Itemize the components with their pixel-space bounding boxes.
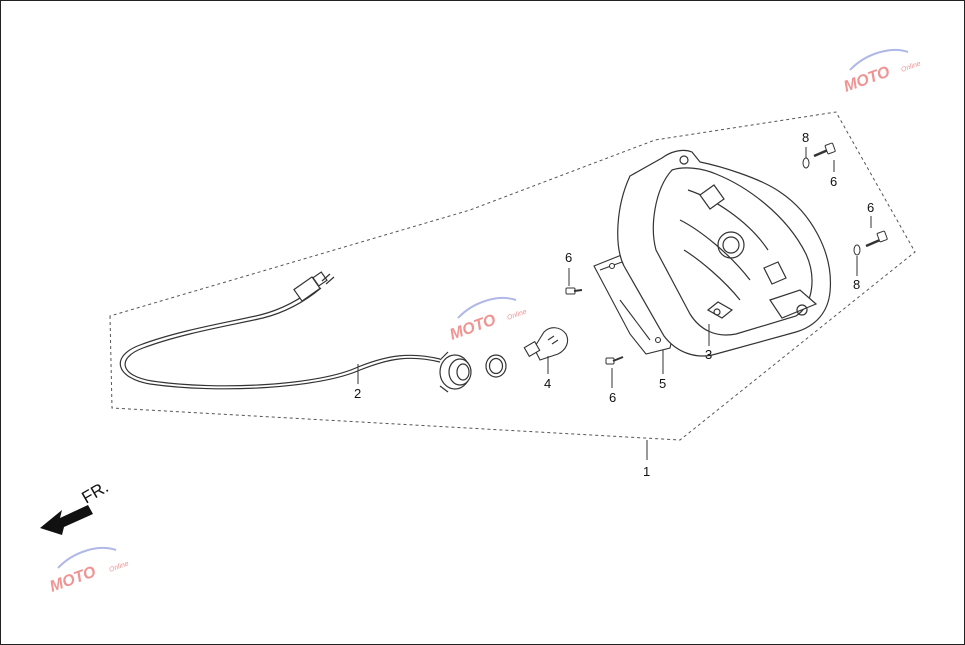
wire-harness (119, 271, 472, 393)
callout-5: 5 (659, 376, 666, 391)
callout-4: 4 (544, 376, 551, 391)
front-arrow-icon (40, 505, 93, 535)
callout-1: 1 (643, 464, 650, 479)
screw (813, 142, 836, 158)
washer (853, 244, 861, 256)
washer (802, 157, 810, 169)
screw (605, 356, 624, 365)
svg-text:MOTO: MOTO (842, 63, 893, 95)
callout-6: 6 (830, 174, 837, 189)
screw (565, 287, 583, 295)
front-direction-label: FR. (79, 477, 112, 507)
svg-text:Online: Online (900, 60, 922, 74)
callout-3: 3 (705, 347, 712, 362)
callout-6: 6 (565, 250, 572, 265)
o-ring (485, 354, 507, 378)
watermark-logo: MOTO Online (448, 297, 528, 344)
watermark-logo: MOTO Online (842, 49, 922, 96)
leader-lines (357, 147, 872, 460)
callout-6: 6 (867, 200, 874, 215)
callout-2: 2 (354, 386, 361, 401)
callout-6: 6 (609, 390, 616, 405)
svg-text:MOTO: MOTO (448, 311, 499, 343)
svg-text:Online: Online (108, 560, 130, 574)
svg-text:Online: Online (506, 308, 528, 322)
watermark-logo: MOTO Online (48, 547, 130, 596)
callout-8: 8 (853, 277, 860, 292)
callout-8: 8 (802, 130, 809, 145)
assembly-outline (109, 111, 916, 441)
screw (865, 230, 888, 248)
housing (617, 149, 832, 357)
bulb (523, 327, 569, 361)
svg-text:MOTO: MOTO (48, 563, 99, 595)
